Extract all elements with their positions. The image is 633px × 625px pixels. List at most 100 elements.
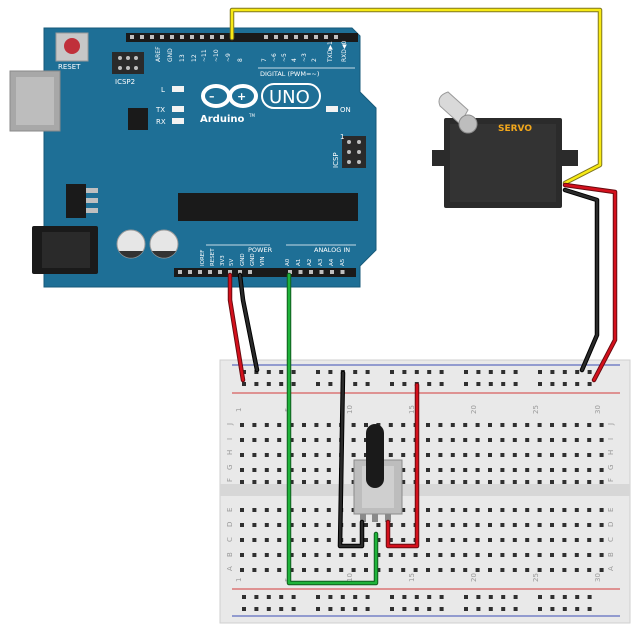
breadboard-hole[interactable] [525,480,530,484]
breadboard-hole[interactable] [562,423,567,427]
power-rail-hole[interactable] [587,382,592,386]
breadboard-hole[interactable] [326,538,331,542]
breadboard-hole[interactable] [587,468,592,472]
breadboard-hole[interactable] [314,438,319,442]
breadboard-hole[interactable] [475,508,480,512]
breadboard-hole[interactable] [562,538,567,542]
breadboard-hole[interactable] [252,480,257,484]
breadboard-hole[interactable] [401,453,406,457]
breadboard-hole[interactable] [314,453,319,457]
header-pin[interactable] [284,35,288,39]
breadboard-hole[interactable] [302,553,306,557]
breadboard-hole[interactable] [351,568,356,572]
breadboard-hole[interactable] [488,480,492,484]
breadboard-hole[interactable] [475,468,480,472]
breadboard-hole[interactable] [364,423,368,427]
breadboard-hole[interactable] [562,523,567,527]
breadboard-hole[interactable] [488,523,492,527]
breadboard-hole[interactable] [537,538,542,542]
breadboard-hole[interactable] [599,438,604,442]
power-rail-hole[interactable] [439,370,444,374]
power-rail-hole[interactable] [587,607,592,611]
breadboard-hole[interactable] [475,438,480,442]
power-rail-hole[interactable] [562,382,567,386]
power-rail-hole[interactable] [328,607,333,611]
breadboard-hole[interactable] [525,438,530,442]
power-rail-hole[interactable] [427,382,432,386]
power-rail-hole[interactable] [365,595,370,599]
breadboard-hole[interactable] [512,453,517,457]
power-rail-hole[interactable] [550,370,555,374]
breadboard-hole[interactable] [562,453,567,457]
breadboard-hole[interactable] [302,508,306,512]
breadboard-hole[interactable] [587,453,592,457]
breadboard-hole[interactable] [364,523,368,527]
header-pin[interactable] [208,270,212,274]
breadboard-hole[interactable] [252,423,257,427]
header-pin[interactable] [309,270,313,274]
power-rail-hole[interactable] [476,595,481,599]
breadboard-hole[interactable] [550,453,554,457]
breadboard-hole[interactable] [302,523,306,527]
power-rail-hole[interactable] [550,382,555,386]
breadboard-hole[interactable] [488,423,492,427]
power-rail-hole[interactable] [439,382,444,386]
breadboard-hole[interactable] [302,423,306,427]
breadboard-hole[interactable] [599,480,604,484]
breadboard-hole[interactable] [488,438,492,442]
power-rail-hole[interactable] [575,382,580,386]
power-rail-hole[interactable] [538,595,542,599]
power-rail-hole[interactable] [291,382,296,386]
power-rail-hole[interactable] [464,607,468,611]
breadboard-hole[interactable] [512,538,517,542]
power-rail-hole[interactable] [365,382,370,386]
header-pin[interactable] [130,35,134,39]
power-rail-hole[interactable] [427,370,432,374]
breadboard-hole[interactable] [475,523,480,527]
breadboard-hole[interactable] [289,480,294,484]
header-pin[interactable] [150,35,154,39]
breadboard-hole[interactable] [326,423,331,427]
breadboard-hole[interactable] [376,553,381,557]
breadboard-hole[interactable] [351,453,356,457]
breadboard-hole[interactable] [351,438,356,442]
breadboard-hole[interactable] [550,423,554,427]
power-rail-hole[interactable] [328,370,333,374]
breadboard-hole[interactable] [450,553,455,557]
header-pin[interactable] [188,270,192,274]
breadboard-hole[interactable] [289,568,294,572]
breadboard-hole[interactable] [450,508,455,512]
breadboard-hole[interactable] [537,453,542,457]
breadboard-hole[interactable] [438,553,443,557]
power-rail-hole[interactable] [550,595,555,599]
breadboard-hole[interactable] [475,423,480,427]
power-rail-hole[interactable] [488,370,493,374]
power-rail-hole[interactable] [340,607,345,611]
power-rail-hole[interactable] [328,595,333,599]
breadboard-hole[interactable] [450,538,455,542]
breadboard-hole[interactable] [326,553,331,557]
breadboard-hole[interactable] [488,468,492,472]
breadboard-hole[interactable] [252,468,257,472]
breadboard-hole[interactable] [289,538,294,542]
breadboard-hole[interactable] [351,523,356,527]
breadboard-hole[interactable] [463,423,468,427]
power-rail-hole[interactable] [476,370,481,374]
power-rail-hole[interactable] [279,595,284,599]
power-rail-hole[interactable] [513,595,518,599]
power-rail-hole[interactable] [316,607,320,611]
breadboard-hole[interactable] [537,553,542,557]
power-rail-hole[interactable] [402,595,407,599]
breadboard-hole[interactable] [587,438,592,442]
breadboard-hole[interactable] [426,480,430,484]
power-rail-hole[interactable] [242,370,246,374]
breadboard-hole[interactable] [264,438,269,442]
breadboard-hole[interactable] [388,553,393,557]
power-rail-hole[interactable] [439,607,444,611]
header-pin[interactable] [160,35,164,39]
breadboard-hole[interactable] [364,538,368,542]
breadboard-hole[interactable] [277,468,282,472]
breadboard-hole[interactable] [500,423,505,427]
power-rail-hole[interactable] [402,370,407,374]
header-pin[interactable] [210,35,214,39]
